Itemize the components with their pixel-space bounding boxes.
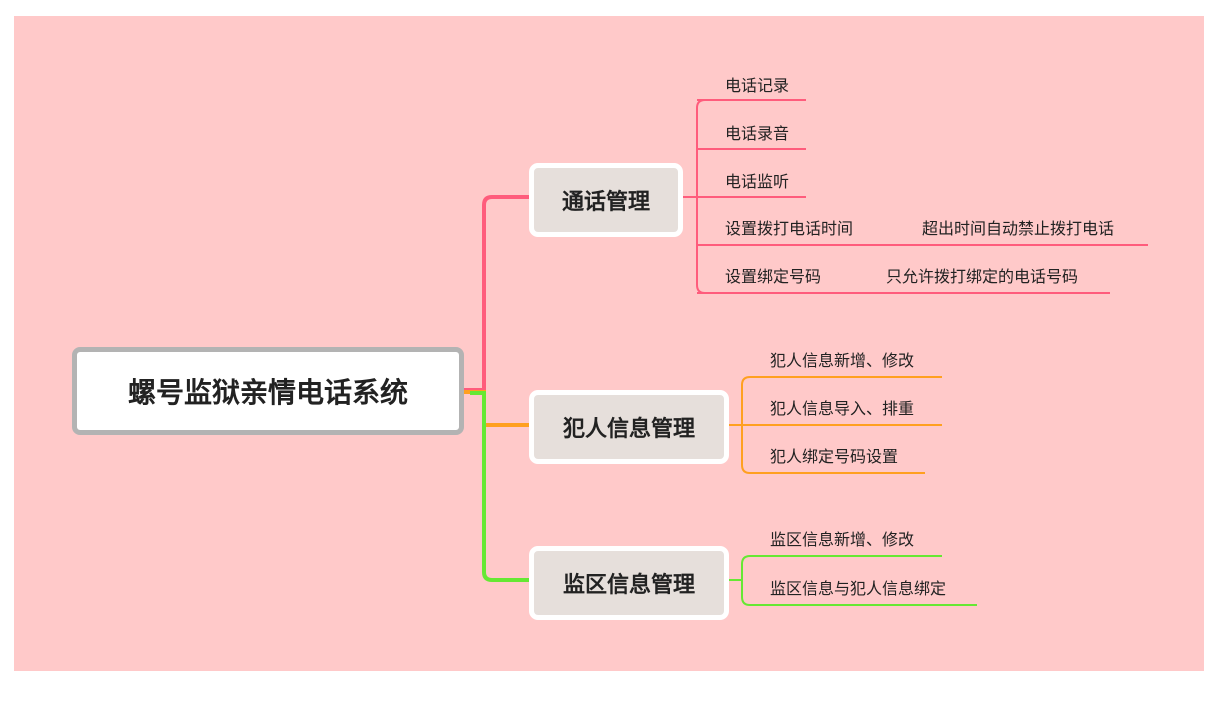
- leaf-call-monitoring[interactable]: 电话监听: [725, 172, 790, 191]
- branch-label: 犯人信息管理: [562, 417, 695, 442]
- leaf-ward-add-edit[interactable]: 监区信息新增、修改: [770, 530, 915, 549]
- leaf-inmate-import-dedupe[interactable]: 犯人信息导入、排重: [770, 399, 915, 418]
- branch-inmate-management[interactable]: 犯人信息管理: [529, 390, 729, 464]
- connector-root-to-call: [464, 195, 530, 392]
- leaf-call-records[interactable]: 电话记录: [725, 76, 790, 95]
- branch-ward-management[interactable]: 监区信息管理: [529, 546, 729, 620]
- root-topic[interactable]: 螺号监狱亲情电话系统: [72, 347, 464, 435]
- connector-root-to-ward: [470, 391, 530, 582]
- leaf-bind-number-setting[interactable]: 设置绑定号码: [725, 267, 822, 286]
- branch-label: 监区信息管理: [562, 573, 695, 598]
- leaf-ward-inmate-binding[interactable]: 监区信息与犯人信息绑定: [770, 579, 947, 598]
- connector-root-to-inmate: [464, 390, 530, 427]
- leaf-inmate-bind-number[interactable]: 犯人绑定号码设置: [770, 447, 899, 466]
- root-topic-label: 螺号监狱亲情电话系统: [127, 376, 408, 409]
- leaf-bind-number-detail[interactable]: 只允许拨打绑定的电话号码: [886, 267, 1079, 286]
- leaf-call-recording[interactable]: 电话录音: [725, 124, 790, 143]
- branch-call-management[interactable]: 通话管理: [529, 163, 683, 237]
- leaf-call-time-detail[interactable]: 超出时间自动禁止拨打电话: [922, 219, 1115, 238]
- branch-label: 通话管理: [561, 190, 650, 215]
- leaf-inmate-add-edit[interactable]: 犯人信息新增、修改: [770, 351, 915, 370]
- connector-ward-spine: [741, 555, 751, 606]
- leaf-call-time-setting[interactable]: 设置拨打电话时间: [725, 219, 854, 238]
